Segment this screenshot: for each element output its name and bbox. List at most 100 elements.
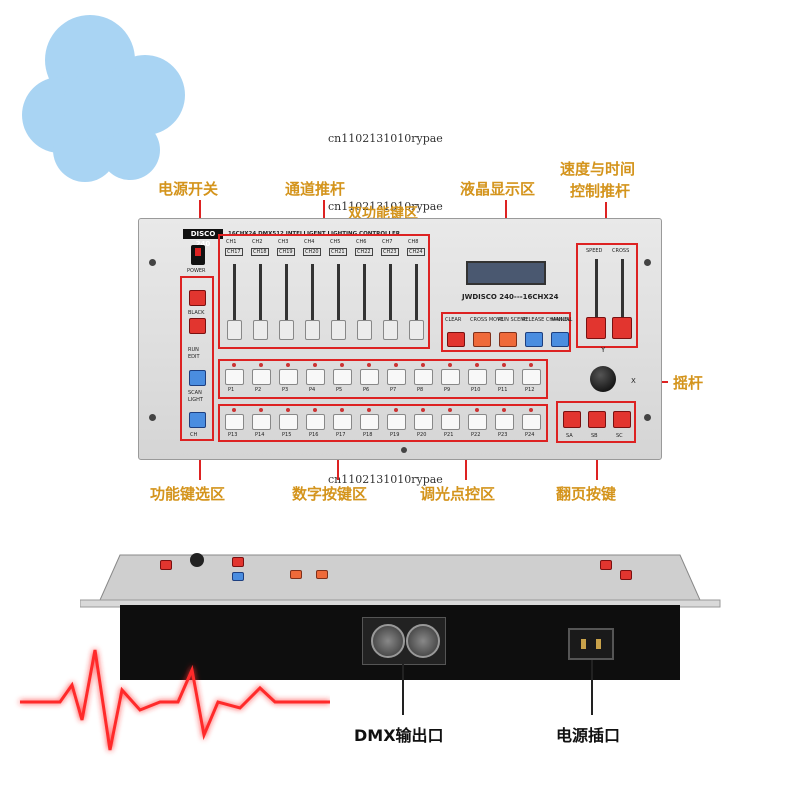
program-key[interactable] xyxy=(495,414,514,430)
program-key[interactable] xyxy=(414,414,433,430)
manual-button[interactable] xyxy=(551,332,569,347)
program-key-label: P16 xyxy=(309,432,319,438)
fader-track xyxy=(259,264,262,329)
cross-move-button[interactable] xyxy=(473,332,491,347)
program-key[interactable] xyxy=(522,414,541,430)
key-led xyxy=(421,408,425,412)
release-channel-button[interactable] xyxy=(525,332,543,347)
channel-fader[interactable] xyxy=(253,320,268,340)
channel-fader[interactable] xyxy=(357,320,372,340)
fader-channel-label: CH3 xyxy=(278,239,289,245)
program-key[interactable] xyxy=(468,369,487,385)
page-b-button[interactable] xyxy=(588,411,606,428)
program-key-label: P18 xyxy=(363,432,373,438)
joystick[interactable] xyxy=(590,366,616,392)
side-red-button xyxy=(600,560,612,570)
dmx-out-connector[interactable] xyxy=(371,624,405,658)
run-scene-button[interactable] xyxy=(499,332,517,347)
channel-fader[interactable] xyxy=(331,320,346,340)
program-key[interactable] xyxy=(522,369,541,385)
program-key-label: P8 xyxy=(417,387,424,393)
key-led xyxy=(421,363,425,367)
program-key-label: P23 xyxy=(498,432,508,438)
joystick-x-label: X xyxy=(631,377,636,385)
fader-track xyxy=(415,264,418,329)
program-key[interactable] xyxy=(387,414,406,430)
program-key[interactable] xyxy=(306,414,325,430)
leader-line xyxy=(323,200,325,235)
speed-track xyxy=(595,259,598,334)
scan-label: SCAN xyxy=(188,390,202,396)
key-led xyxy=(502,408,506,412)
channel-fader[interactable] xyxy=(279,320,294,340)
program-key[interactable] xyxy=(225,414,244,430)
speed-fader[interactable] xyxy=(586,317,606,339)
key-led xyxy=(475,363,479,367)
program-key-label: P12 xyxy=(525,387,535,393)
leader-line xyxy=(199,440,201,480)
program-key-label: P2 xyxy=(255,387,262,393)
fader-track xyxy=(285,264,288,329)
ch-label: CH xyxy=(190,432,198,438)
fader-track xyxy=(311,264,314,329)
blackout-button[interactable] xyxy=(189,290,206,306)
program-key[interactable] xyxy=(306,369,325,385)
speed-time-fader-area: SPEED CROSS xyxy=(576,243,638,348)
side-red-button xyxy=(160,560,172,570)
power-socket[interactable] xyxy=(568,628,614,660)
channel-fader[interactable] xyxy=(227,320,242,340)
program-key[interactable] xyxy=(414,369,433,385)
program-key[interactable] xyxy=(441,369,460,385)
fader-channel-label: CH4 xyxy=(304,239,315,245)
screw xyxy=(644,414,651,421)
fader-track xyxy=(389,264,392,329)
clear-button[interactable] xyxy=(447,332,465,347)
cross-fader[interactable] xyxy=(612,317,632,339)
dmx-in-connector[interactable] xyxy=(406,624,440,658)
fader-track xyxy=(363,264,366,329)
callout-joystick: 摇杆 xyxy=(673,374,704,392)
speed-label: SPEED xyxy=(586,248,603,254)
ch-button[interactable] xyxy=(189,412,206,428)
channel-fader[interactable] xyxy=(383,320,398,340)
program-key-label: P17 xyxy=(336,432,346,438)
edit-label: EDIT xyxy=(188,354,200,360)
channel-fader[interactable] xyxy=(305,320,320,340)
channel-fader[interactable] xyxy=(409,320,424,340)
page-a-button[interactable] xyxy=(563,411,581,428)
joystick-y-label: Y xyxy=(601,346,606,354)
program-key[interactable] xyxy=(333,369,352,385)
program-key[interactable] xyxy=(279,369,298,385)
side-red-button xyxy=(620,570,632,580)
key-led xyxy=(286,363,290,367)
program-key[interactable] xyxy=(360,414,379,430)
callout-speed-time-1: 速度与时间 xyxy=(560,160,636,178)
power-switch[interactable] xyxy=(191,245,205,265)
program-key[interactable] xyxy=(387,369,406,385)
key-led xyxy=(313,363,317,367)
program-key[interactable] xyxy=(252,414,271,430)
program-key[interactable] xyxy=(279,414,298,430)
program-key[interactable] xyxy=(225,369,244,385)
fader-channel-label: CH8 xyxy=(408,239,419,245)
fader-channel-label: CH5 xyxy=(330,239,341,245)
program-key-label: P9 xyxy=(444,387,451,393)
scan-light-button[interactable] xyxy=(189,370,206,386)
watermark: cn1102131010rypae xyxy=(328,200,443,213)
program-key[interactable] xyxy=(468,414,487,430)
program-key-label: P11 xyxy=(498,387,508,393)
program-key[interactable] xyxy=(360,369,379,385)
screw xyxy=(149,259,156,266)
program-key[interactable] xyxy=(495,369,514,385)
page-key-area: SA SB SC xyxy=(556,401,636,443)
program-key-label: P1 xyxy=(228,387,235,393)
program-key[interactable] xyxy=(333,414,352,430)
page-c-button[interactable] xyxy=(613,411,631,428)
mode-button[interactable] xyxy=(189,318,206,334)
program-key-label: P5 xyxy=(336,387,343,393)
key-led xyxy=(286,408,290,412)
program-key-label: P24 xyxy=(525,432,535,438)
program-key[interactable] xyxy=(441,414,460,430)
program-key[interactable] xyxy=(252,369,271,385)
